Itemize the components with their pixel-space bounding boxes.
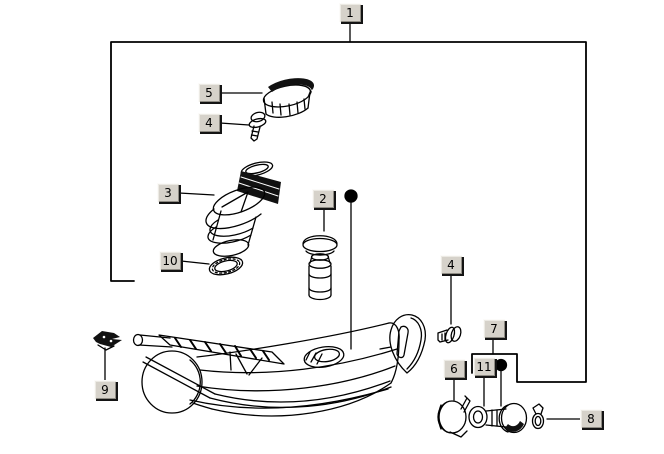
plug-part2-drawing (302, 235, 338, 301)
part-label-8[interactable]: 8 (580, 409, 602, 428)
tap-body-part7-drawing (485, 402, 528, 434)
filler-cap-part5-drawing (262, 78, 315, 118)
tap-assembly-drawing (437, 395, 545, 438)
bushing-part11-drawing (468, 405, 488, 429)
screw-part4b-drawing (437, 326, 462, 344)
part-label-4-right[interactable]: 4 (440, 255, 462, 274)
callout-lines (104, 92, 581, 420)
clip-part8-drawing (531, 403, 545, 430)
part-label-11[interactable]: 11 (473, 357, 495, 376)
part-label-7[interactable]: 7 (483, 319, 505, 338)
part-label-1[interactable]: 1 (339, 3, 361, 22)
tank-body-drawing (132, 313, 427, 417)
part-label-9[interactable]: 9 (94, 380, 116, 399)
grommet-part6-drawing (437, 395, 471, 438)
part-label-10[interactable]: 10 (159, 251, 181, 270)
part-label-3[interactable]: 3 (157, 183, 179, 202)
part-label-6[interactable]: 6 (443, 359, 465, 378)
bullet-marker-part11 (494, 358, 508, 372)
clip-part9-drawing (93, 331, 122, 351)
part-label-2[interactable]: 2 (312, 189, 334, 208)
bullet-marker-part2 (344, 189, 358, 203)
o-ring-part10-drawing (208, 256, 244, 276)
screw-part4a-drawing (248, 111, 267, 142)
part-label-5[interactable]: 5 (198, 83, 220, 102)
part-label-4-top[interactable]: 4 (198, 113, 220, 132)
filler-neck-part3-drawing (205, 161, 281, 257)
group-1-boundary (110, 22, 587, 383)
